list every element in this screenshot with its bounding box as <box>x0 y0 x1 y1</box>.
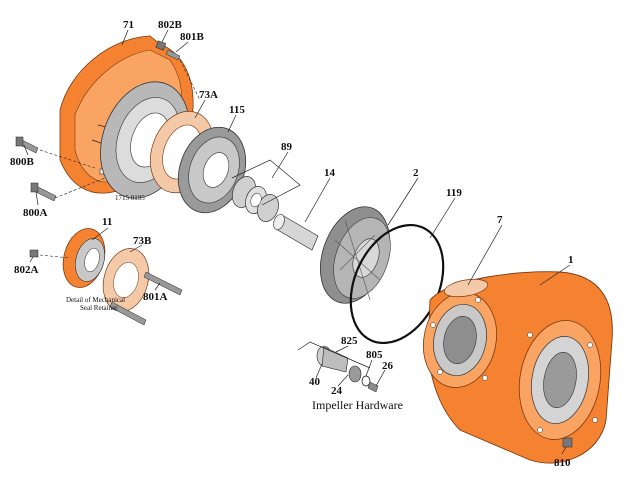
label-73b: 73B <box>133 235 152 247</box>
label-802b: 802B <box>158 19 183 31</box>
impeller-hardware-caption: Impeller Hardware <box>312 398 403 412</box>
detail-caption-line2: Seal Retainer <box>80 304 118 312</box>
label-73a: 73A <box>199 89 218 101</box>
label-26: 26 <box>382 360 394 372</box>
label-119: 119 <box>446 187 462 199</box>
label-89: 89 <box>281 141 293 153</box>
label-802a: 802A <box>14 264 39 276</box>
label-800b: 800B <box>10 156 35 168</box>
detail-caption-line1: Detail of Mechanical <box>66 296 125 304</box>
label-24: 24 <box>331 385 343 397</box>
drawing-number: 1715 0195 <box>115 194 145 202</box>
part-89-mechanical-seal <box>231 176 279 222</box>
impeller-hardware-parts <box>316 345 379 393</box>
label-2: 2 <box>413 167 419 179</box>
label-115: 115 <box>229 104 245 116</box>
label-14: 14 <box>324 167 336 179</box>
label-801b: 801B <box>180 31 205 43</box>
part-1-casing <box>422 271 613 464</box>
label-71: 71 <box>123 19 134 31</box>
part-labels: 71 802B 801B 73A 115 89 14 2 119 7 1 800… <box>10 19 574 469</box>
label-7: 7 <box>497 214 503 226</box>
label-801a: 801A <box>143 291 168 303</box>
part-11-seal-retainer-detail <box>62 228 150 312</box>
label-805: 805 <box>366 349 383 361</box>
part-14-shaft-sleeve <box>273 213 319 251</box>
part-115-seal-housing <box>177 126 247 214</box>
leader-lines <box>23 29 571 455</box>
label-11: 11 <box>102 216 112 228</box>
label-40: 40 <box>309 376 321 388</box>
label-1: 1 <box>568 254 574 266</box>
diagram-notes: 1715 0195 Detail of Mechanical Seal Reta… <box>66 194 403 412</box>
label-825: 825 <box>341 335 358 347</box>
fasteners <box>15 40 573 448</box>
assembly-lines <box>39 59 371 369</box>
label-810: 810 <box>554 457 571 469</box>
label-800a: 800A <box>23 207 48 219</box>
part-2-impeller <box>320 206 391 304</box>
